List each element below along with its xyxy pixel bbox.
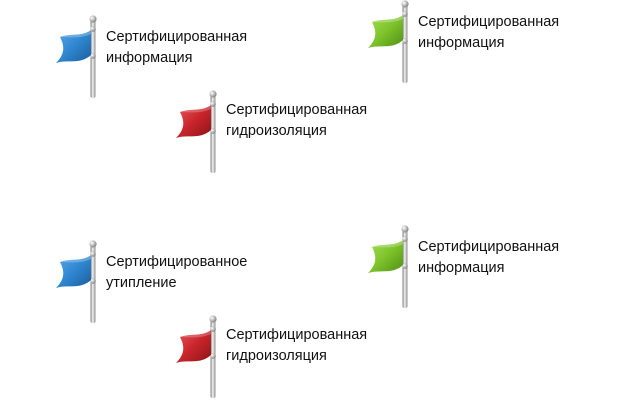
label-line: гидроизоляция bbox=[226, 348, 327, 364]
flag-item: Сертифицированная информация bbox=[364, 0, 594, 100]
label-line: утипление bbox=[106, 275, 177, 291]
label-line: информация bbox=[418, 260, 505, 276]
label-line: Сертифицированное bbox=[106, 254, 248, 270]
label-line: информация bbox=[106, 50, 193, 66]
flag-item: Сертифицированная информация bbox=[52, 15, 282, 115]
red-flag-icon bbox=[176, 315, 217, 398]
label-line: Сертифицированная bbox=[226, 102, 368, 118]
flag-item: Сертифицированная информация bbox=[364, 225, 594, 325]
label-line: Сертифицированная bbox=[226, 327, 368, 343]
flag-item: Сертифицированная гидроизоляция bbox=[172, 90, 402, 190]
label-line: Сертифицированная bbox=[418, 239, 560, 255]
flag-label: Сертифицированная информация bbox=[418, 237, 598, 279]
flag-label: Сертифицированная информация bbox=[418, 12, 598, 54]
label-line: гидроизоляция bbox=[226, 123, 327, 139]
flag-label: Сертифицированная информация bbox=[106, 27, 286, 69]
flag-label: Сертифицированное утипление bbox=[106, 252, 286, 294]
blue-flag-icon bbox=[56, 15, 97, 98]
flag-item: Сертифицированное утипление bbox=[52, 240, 282, 340]
label-line: Сертифицированная bbox=[418, 14, 560, 30]
label-line: информация bbox=[418, 35, 505, 51]
flag-label: Сертифицированная гидроизоляция bbox=[226, 325, 406, 367]
green-flag-icon bbox=[368, 0, 409, 83]
flag-item: Сертифицированная гидроизоляция bbox=[172, 315, 402, 415]
blue-flag-icon bbox=[56, 240, 97, 323]
label-line: Сертифицированная bbox=[106, 29, 248, 45]
green-flag-icon bbox=[368, 225, 409, 308]
red-flag-icon bbox=[176, 90, 217, 173]
flag-label: Сертифицированная гидроизоляция bbox=[226, 100, 406, 142]
